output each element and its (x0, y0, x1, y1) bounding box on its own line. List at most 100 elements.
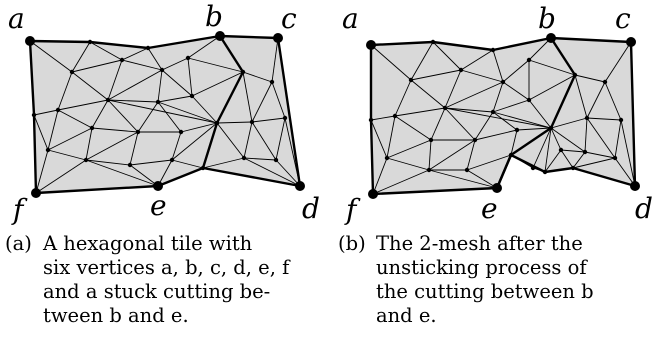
mesh-vertex (119, 57, 125, 63)
mesh-vertex (185, 55, 191, 61)
mesh-edge (430, 107, 446, 141)
mesh-edge (129, 131, 139, 166)
vertex-label-d: d (302, 192, 320, 225)
mesh-edge (574, 74, 606, 83)
mesh-edge (492, 81, 504, 113)
mesh-vertex (392, 113, 398, 119)
mesh-edge (502, 81, 530, 101)
mesh-vertex (241, 155, 247, 161)
mesh-vertex (189, 93, 195, 99)
caption-line: unsticking process of (376, 256, 587, 279)
mesh-edge (161, 69, 193, 97)
mesh-edge (187, 57, 193, 97)
corner-vertex (25, 36, 35, 46)
mesh-vertex (530, 165, 536, 171)
mesh-edge (428, 139, 476, 171)
mesh-vertex (368, 117, 374, 123)
corner-vertex (31, 188, 41, 198)
mesh-edge (492, 99, 530, 113)
mesh-vertex (273, 157, 279, 163)
mesh-edge (171, 159, 204, 169)
corner-vertex (546, 33, 556, 43)
caption-tag: (a) (5, 232, 32, 255)
mesh-vertex (500, 79, 506, 85)
mesh-edge (386, 115, 396, 159)
mesh-edge (572, 151, 586, 169)
mesh-vertex (249, 119, 255, 125)
mesh-edge (271, 37, 279, 83)
mesh-vertex (159, 67, 165, 73)
mesh-edge (492, 49, 504, 83)
caption-line: The 2-mesh after the (376, 232, 583, 255)
mesh-vertex (584, 115, 590, 121)
mesh-edge (129, 159, 173, 166)
mesh-edge (492, 111, 552, 129)
mesh-edge (444, 107, 494, 113)
mesh-vertex (558, 147, 564, 153)
mesh-edge (216, 122, 245, 159)
mesh-edge (550, 117, 588, 129)
mesh-edge (528, 37, 552, 61)
mesh-edge (157, 101, 218, 124)
mesh-vertex (526, 97, 532, 103)
mesh-edge (370, 44, 412, 81)
mesh-edge (510, 129, 518, 156)
mesh-vertex (69, 69, 75, 75)
mesh-vertex (514, 127, 520, 133)
vertex-label-a: a (8, 2, 25, 35)
mesh-edge (428, 139, 432, 171)
mesh-edge (372, 169, 430, 195)
corner-vertex (630, 181, 640, 191)
mesh-vertex (572, 72, 578, 78)
caption-line: tween b and e. (43, 304, 189, 327)
mesh-edge (35, 159, 87, 194)
mesh-edge (394, 115, 432, 141)
mesh-edge (33, 114, 49, 151)
mesh-edge (275, 117, 286, 161)
mesh-vertex (105, 97, 111, 103)
mesh-vertex (430, 39, 436, 45)
mesh-edge (372, 157, 388, 195)
mesh-edge (107, 99, 218, 124)
mesh-edge (243, 157, 277, 161)
mesh-edge (586, 117, 622, 121)
mesh-edge (171, 122, 218, 161)
mesh-edge (528, 74, 576, 101)
mesh-edge (516, 127, 552, 131)
mesh-vertex (127, 162, 133, 168)
mesh-edge (604, 81, 622, 121)
mesh-edge (460, 69, 504, 83)
mesh-vertex (612, 155, 618, 161)
vertex-label-f: f (346, 193, 357, 226)
mesh-diagram-a (25, 31, 305, 198)
mesh-vertex (472, 137, 478, 143)
mesh-vertex (548, 125, 554, 131)
mesh-vertex (618, 117, 624, 123)
mesh-edge (474, 129, 518, 141)
mesh-edge (460, 49, 494, 71)
mesh-edge (275, 159, 301, 187)
mesh-edge (107, 59, 123, 101)
mesh-edge (33, 109, 59, 116)
mesh-edge (444, 107, 476, 141)
mesh-edge (550, 127, 562, 151)
vertex-label-b: b (538, 2, 556, 35)
mesh-vertex (426, 167, 432, 173)
mesh-edge (202, 157, 245, 169)
mesh-edge (386, 157, 430, 171)
mesh-vertex (169, 157, 175, 163)
mesh-edge (251, 121, 277, 161)
corner-vertex (366, 40, 376, 50)
mesh-edge (157, 101, 182, 133)
mesh-edge (57, 109, 93, 129)
mesh-edge (544, 149, 562, 173)
mesh-edge (410, 69, 462, 81)
mesh-vertex (200, 165, 206, 171)
mesh-edge (157, 69, 163, 103)
caption-line: A hexagonal tile with (43, 232, 253, 255)
mesh-edge (216, 121, 253, 124)
corner-vertex (153, 181, 163, 191)
mesh-edge (370, 119, 388, 159)
mesh-edge (444, 81, 504, 109)
mesh-edge (386, 139, 432, 159)
